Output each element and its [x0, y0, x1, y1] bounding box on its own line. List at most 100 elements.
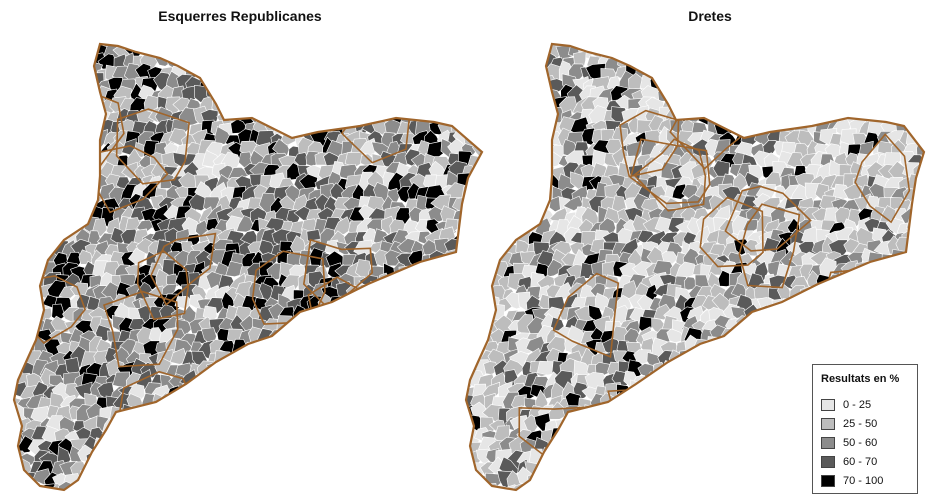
municipality	[60, 199, 80, 217]
municipality	[385, 429, 402, 446]
municipality	[25, 85, 41, 104]
municipality	[581, 480, 598, 490]
municipality	[891, 274, 911, 291]
municipality	[65, 44, 85, 51]
municipality	[295, 452, 318, 471]
municipality	[699, 438, 718, 459]
municipality	[771, 298, 790, 315]
municipality	[616, 406, 634, 425]
municipality	[515, 208, 536, 227]
municipality	[235, 85, 257, 103]
municipality	[215, 44, 232, 60]
municipality	[463, 329, 482, 351]
municipality	[259, 437, 274, 455]
municipality	[390, 64, 410, 85]
municipality	[415, 448, 433, 470]
municipality	[910, 340, 924, 358]
municipality	[355, 44, 377, 60]
municipality	[400, 460, 416, 480]
municipality	[19, 315, 41, 334]
municipality	[756, 44, 772, 63]
municipality	[433, 328, 453, 347]
municipality	[385, 94, 403, 113]
municipality	[478, 199, 482, 215]
municipality	[295, 359, 317, 378]
municipality	[138, 438, 155, 454]
municipality	[412, 328, 430, 344]
municipality	[284, 340, 305, 357]
municipality	[318, 72, 338, 94]
municipality	[642, 478, 661, 490]
municipality	[791, 381, 812, 401]
municipality	[781, 408, 799, 425]
municipality	[424, 362, 447, 380]
municipality	[745, 461, 761, 478]
municipality	[676, 44, 694, 59]
municipality	[748, 320, 768, 339]
municipality	[332, 216, 353, 235]
municipality	[840, 306, 860, 328]
municipality	[758, 378, 781, 402]
municipality	[75, 118, 93, 139]
municipality	[21, 208, 43, 224]
municipality	[459, 484, 475, 490]
municipality	[214, 419, 234, 438]
municipality	[237, 74, 258, 95]
municipality	[630, 405, 647, 422]
municipality	[14, 65, 24, 85]
municipality	[23, 185, 36, 200]
municipality	[725, 76, 747, 91]
municipality	[293, 458, 308, 479]
municipality	[773, 479, 797, 490]
municipality	[14, 128, 20, 148]
municipality	[492, 129, 508, 151]
municipality	[416, 44, 438, 51]
municipality	[438, 449, 458, 465]
municipality	[632, 44, 652, 62]
municipality	[569, 426, 587, 448]
municipality	[68, 195, 88, 217]
municipality	[392, 308, 411, 328]
municipality	[500, 175, 520, 193]
municipality	[407, 380, 427, 400]
municipality	[444, 481, 464, 490]
municipality	[417, 52, 436, 75]
municipality	[15, 175, 36, 193]
municipality	[879, 293, 900, 311]
municipality	[690, 429, 710, 450]
municipality	[866, 63, 884, 81]
municipality	[269, 395, 288, 413]
municipality	[691, 72, 710, 90]
municipality	[591, 451, 609, 469]
county-boundary	[552, 272, 620, 359]
municipality	[278, 417, 295, 435]
municipality	[474, 205, 490, 223]
municipality	[827, 340, 843, 356]
municipality	[665, 83, 685, 104]
municipality	[755, 350, 773, 365]
municipality	[436, 318, 454, 338]
municipality	[369, 388, 389, 403]
municipality	[14, 118, 28, 136]
municipality	[14, 72, 29, 93]
municipality	[419, 471, 439, 490]
municipality	[403, 350, 422, 365]
municipality	[174, 428, 196, 447]
municipality	[679, 417, 696, 436]
municipality	[640, 44, 660, 49]
municipality	[700, 457, 717, 478]
municipality	[779, 64, 798, 81]
municipality	[221, 469, 238, 488]
municipality	[762, 44, 780, 57]
municipality	[483, 56, 501, 72]
municipality	[78, 74, 95, 94]
municipality	[525, 73, 545, 90]
municipality	[407, 44, 425, 54]
municipality	[14, 110, 25, 131]
municipality	[427, 316, 447, 339]
municipality	[246, 482, 263, 490]
municipality	[43, 121, 60, 139]
municipality	[236, 215, 256, 233]
municipality	[138, 462, 160, 482]
municipality	[466, 320, 484, 336]
